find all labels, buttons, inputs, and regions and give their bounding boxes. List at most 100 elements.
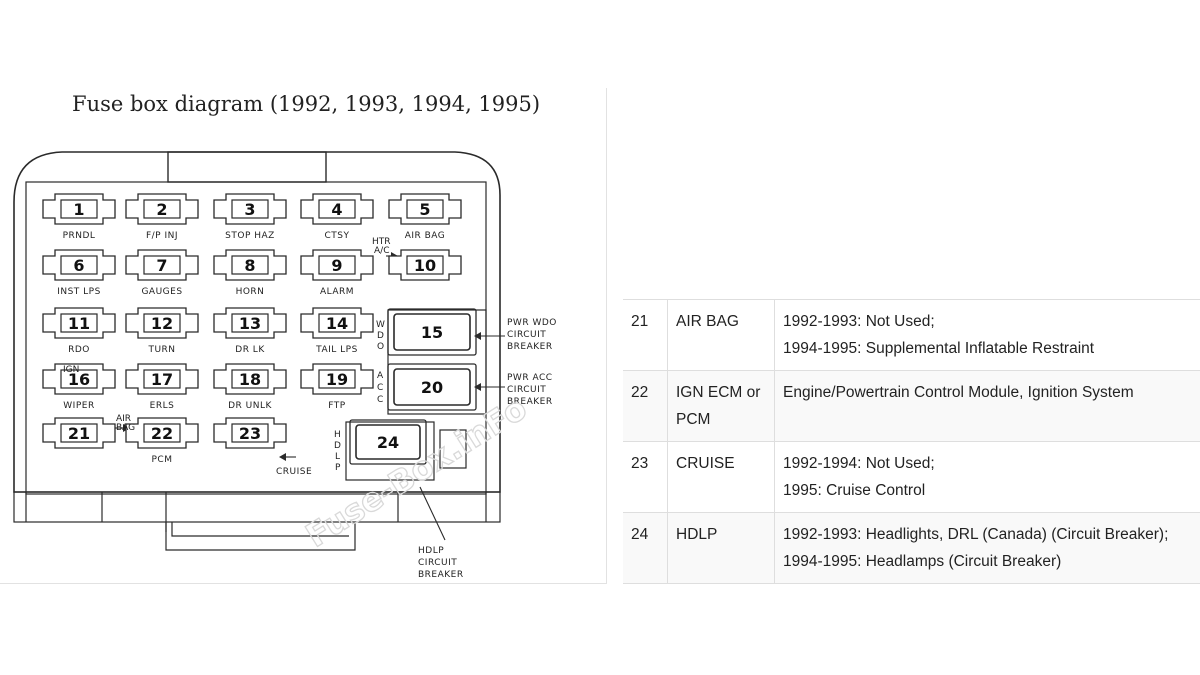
breaker-frames [345,309,487,481]
fuse-row-name: HDLP [667,512,775,584]
fuse-label-11: RDO [68,345,90,355]
fuse-number-18: 18 [239,370,261,389]
breaker-inner-24 [355,424,421,460]
hdlp-breaker-line-3: BREAKER [418,570,464,580]
fuse-number-5: 5 [419,200,430,219]
diagram-title: Fuse box diagram (1992, 1993, 1994, 1995… [72,92,541,116]
fuse-number-7: 7 [156,256,167,275]
fuse-window-16 [60,369,98,389]
wdo-letter-o: O [377,342,384,352]
air-bag-small-label-2: BAG [116,423,135,433]
fuse-number-4: 4 [331,200,342,219]
fuse-21: 21 [42,417,116,449]
fuse-number-6: 6 [73,256,84,275]
wdo-letter-d: D [377,331,384,341]
pwr-acc-breaker-line-3: BREAKER [507,397,553,407]
breaker-inner-20 [393,368,471,406]
fuse-number-16: 16 [68,370,90,389]
fuse-number-21: 21 [68,424,90,443]
breaker-outer-24 [349,419,427,465]
fuse-window-7 [143,255,181,275]
fuse-label-18: DR UNLK [228,401,272,411]
fuse-number-22: 22 [151,424,173,443]
fuse-label-7: GAUGES [141,287,182,297]
fuse-label-3: STOP HAZ [225,231,275,241]
pwr-wdo-breaker-line-3: BREAKER [507,342,553,352]
fuse-number-2: 2 [156,200,167,219]
hdlp-letter-l: L [335,452,340,462]
fuse-window-10 [406,255,444,275]
fuse-label-8: HORN [236,287,265,297]
fuse-number-23: 23 [239,424,261,443]
housing-top-tab [167,151,327,183]
spare-slot [439,429,467,469]
fuse-window-9 [318,255,356,275]
fuse-window-14 [318,313,356,333]
fuse-20: 20 [387,363,477,411]
fuse-row-name: AIR BAG [667,299,775,371]
breaker-outer-20 [387,363,477,411]
fuse-label-12: TURN [147,345,175,355]
htr-ac-label-2: A/C [374,246,389,256]
fuse-label-4: CTSY [325,231,350,241]
fuse-window-22 [143,423,181,443]
breaker-outer-15 [387,308,477,356]
fuse-window-18 [231,369,269,389]
fuse-box-housing [13,151,501,493]
fuse-window-6 [60,255,98,275]
leader-lines [114,255,505,541]
pwr-acc-breaker-line-1: PWR ACC [507,373,553,383]
fuse-window-19 [318,369,356,389]
fuse-label-22: PCM [152,455,173,465]
fuse-label-2: F/P INJ [146,231,178,241]
fuse-number-8: 8 [244,256,255,275]
fuse-label-14: TAIL LPS [315,345,358,355]
fuse-window-17 [143,369,181,389]
fuse-23: 23 [213,417,287,449]
fuse-label-5: AIR BAG [405,231,446,241]
pwr-acc-breaker-line-2: CIRCUIT [507,385,546,395]
fuse-18: 18 DR UNLK [213,363,287,411]
fuse-row-description: 1992-1993: Not Used;1994-1995: Supplemen… [774,299,1200,371]
fuse-row-number: 22 [623,370,668,442]
fuse-label-9: ALARM [320,287,354,297]
hdlp-letter-d: D [334,441,341,451]
fuse-row-description: 1992-1993: Headlights, DRL (Canada) (Cir… [774,512,1200,584]
fuse-row-description: 1992-1994: Not Used;1995: Cruise Control [774,441,1200,513]
fuse-window-11 [60,313,98,333]
hdlp-letter-p: P [335,463,341,473]
fuse-row-number: 23 [623,441,668,513]
wdo-letter-w: W [376,320,385,330]
fuse-15: 15 [387,308,477,356]
fuse-number-17: 17 [151,370,173,389]
pwr-wdo-breaker-line-2: CIRCUIT [507,330,546,340]
acc-letter-c2: C [377,395,383,405]
fuse-number-11: 11 [68,314,90,333]
cruise-label: CRUISE [276,467,312,477]
fuse-number-15: 15 [421,323,443,342]
fuse-number-14: 14 [326,314,348,333]
hdlp-letter-h: H [334,430,341,440]
bottom-compartments [13,491,501,551]
fuse-window-21 [60,423,98,443]
fuse-window-4 [318,199,356,219]
fuse-row-number: 24 [623,512,668,584]
